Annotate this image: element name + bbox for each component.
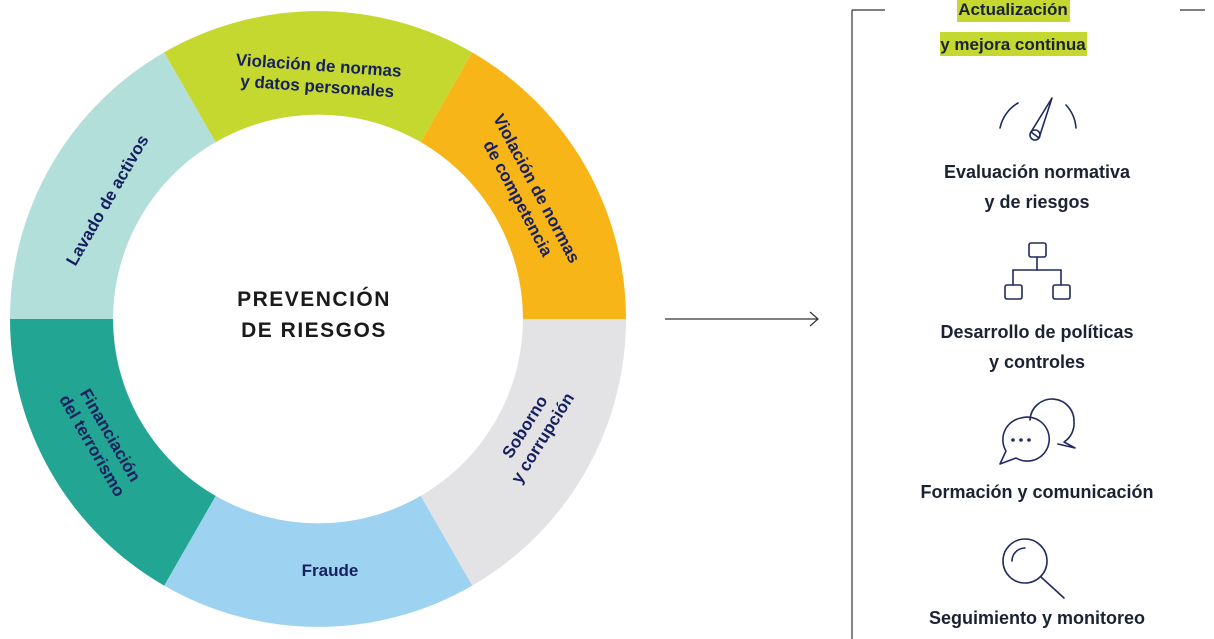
ring-segment-lavado-de-activos bbox=[10, 52, 216, 319]
magnifier-icon bbox=[1002, 538, 1065, 599]
org-chart-icon bbox=[1004, 242, 1071, 300]
step-evaluacion-line2: y de riesgos bbox=[984, 192, 1089, 212]
segment-label-fraude: Fraude bbox=[302, 561, 359, 580]
center-title-line2: DE RIESGOS bbox=[241, 319, 387, 342]
process-panel-bracket bbox=[851, 9, 1205, 639]
gauge-icon bbox=[999, 97, 1077, 141]
step-seguimiento-line1: Seguimiento y monitoreo bbox=[929, 608, 1145, 628]
connector-arrow bbox=[665, 311, 819, 327]
center-title-line1: PREVENCIÓN bbox=[237, 287, 391, 311]
step-desarrollo-line1: Desarrollo de políticas bbox=[940, 322, 1133, 342]
badge-line1: Actualización bbox=[958, 0, 1068, 19]
segment-label-fraude-line1: Fraude bbox=[302, 561, 359, 580]
risk-ring bbox=[10, 11, 626, 627]
badge-actualizacion: Actualización y mejora continua bbox=[940, 0, 1087, 56]
ring-segment-financiacion-del-terrorismo bbox=[10, 319, 216, 586]
badge-line2: y mejora continua bbox=[940, 35, 1086, 54]
ring-segment-soborno-y-corrupcion bbox=[420, 319, 626, 586]
ring-segment-datos-personales bbox=[164, 11, 473, 143]
step-evaluacion-line1: Evaluación normativa bbox=[944, 162, 1131, 182]
chat-bubbles-icon bbox=[999, 398, 1076, 465]
ring-segment-normas-de-competencia bbox=[420, 52, 626, 319]
step-formacion-line1: Formación y comunicación bbox=[920, 482, 1153, 502]
ring-segment-fraude bbox=[164, 495, 473, 627]
step-desarrollo-line2: y controles bbox=[989, 352, 1085, 372]
